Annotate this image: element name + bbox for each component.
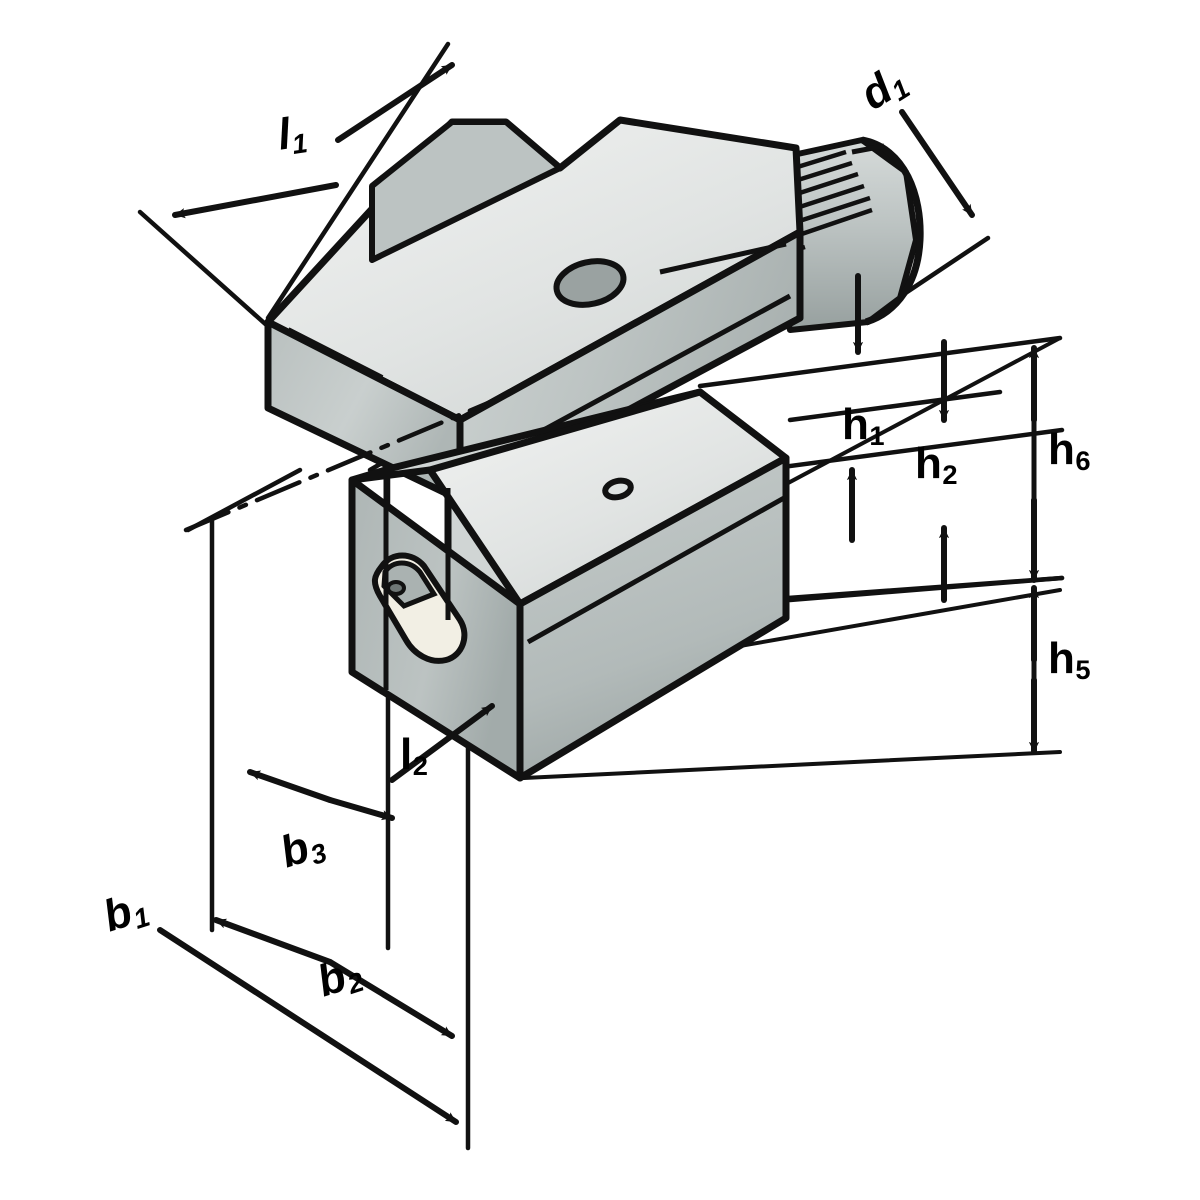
arrow-b2-right [327, 959, 455, 1039]
dimension-arrows-h [846, 273, 1040, 755]
centreline [183, 395, 503, 533]
arrow-b1-right [157, 927, 459, 1125]
top-face-bore-hole [553, 258, 627, 308]
dimension-label-l2: l2 [400, 730, 428, 780]
arrow-b3-up [247, 769, 333, 803]
label-base-h1: h [842, 400, 869, 449]
lower-block-front-groove [526, 495, 786, 645]
label-sub-h6: 6 [1075, 445, 1091, 476]
label-base-h6: h [1048, 425, 1075, 474]
dimension-arrow-d1 [899, 109, 975, 218]
label-sub-h1: 1 [869, 420, 885, 451]
label-sub-l2: 2 [412, 750, 428, 781]
arrow-l2 [389, 703, 495, 783]
proj-line-d1-cross [757, 427, 1065, 473]
proj-line-h1-bottom [787, 389, 1003, 423]
clamp-slot-detail [372, 552, 468, 664]
upper-block-top-inner-edge [286, 327, 384, 381]
proj-line-h-top [697, 335, 1063, 389]
shank-end-cap-arc [861, 136, 924, 326]
label-base-l2: l [400, 730, 413, 779]
dimension-label-h2: h2 [915, 439, 958, 489]
label-base-h5: h [1048, 634, 1075, 683]
lower-plate-small-bore [602, 477, 634, 501]
lower-block [348, 388, 790, 782]
dimension-label-h1: h1 [842, 400, 885, 450]
clamp-screw-head [386, 580, 406, 596]
proj-line-h6-mid [787, 575, 1065, 603]
shank-top-edge-tick [851, 143, 885, 155]
label-base-h2: h [915, 439, 942, 488]
arrow-b2-left [213, 917, 333, 965]
arrow-l1-left [172, 182, 339, 219]
dimension-label-l1: l1 [275, 109, 310, 159]
ext-line-l1-left-tick [137, 209, 275, 333]
dimension-label-h6: h6 [1048, 425, 1091, 475]
dimension-label-h5: h5 [1048, 634, 1091, 684]
arrow-l1-right [335, 62, 455, 143]
proj-line-h5-bottom-diag [522, 750, 1062, 780]
label-sub-h5: 5 [1075, 654, 1091, 685]
label-sub-h2: 2 [942, 459, 958, 490]
dimension-arrow-l1 [172, 62, 455, 219]
arrow-d1 [899, 109, 975, 218]
arrow-b3-left [327, 797, 395, 821]
upper-block-notch [369, 119, 563, 263]
dimension-arrows-b [157, 703, 495, 1125]
upper-block-scribe-line [659, 241, 787, 275]
